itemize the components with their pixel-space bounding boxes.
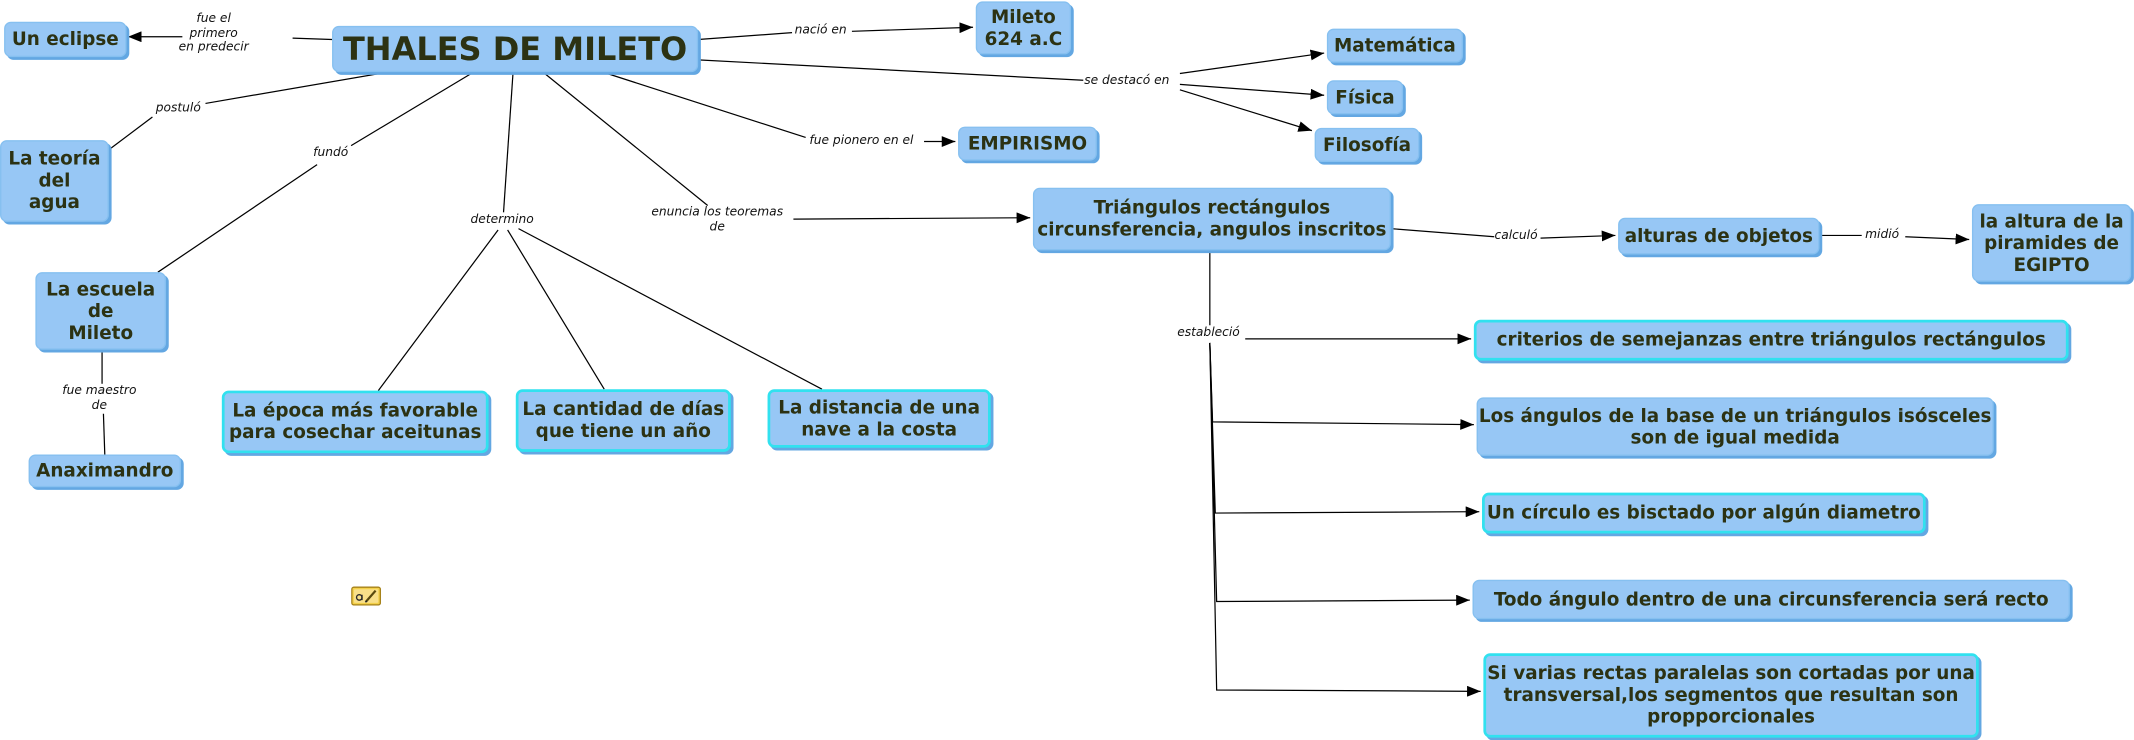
edge-establecio-isosceles <box>1209 342 1474 430</box>
annotation-icon[interactable] <box>351 586 382 606</box>
concept-fisica[interactable]: Física <box>1326 80 1404 115</box>
concept-epoca-aceitunas[interactable]: La época más favorable para cosechar ace… <box>221 390 489 454</box>
concept-un-eclipse[interactable]: Un eclipse <box>4 21 127 58</box>
concept-escuela-mileto[interactable]: La escuela de Mileto <box>35 272 167 350</box>
edge-thales-fundo <box>350 71 474 147</box>
link-fue-maestro[interactable]: fue maestro de <box>62 384 137 413</box>
edge-fundo-escuela <box>157 164 318 273</box>
concept-rectas-paralelas[interactable]: Si varias rectas paralelas son cortadas … <box>1483 653 1979 738</box>
edge-thales-nacio <box>698 32 793 41</box>
link-fue-el-primero[interactable]: fue el primero en predecir <box>178 12 249 55</box>
edge-midio-piramides <box>1905 233 1970 245</box>
edge-determino-epoca <box>377 229 499 391</box>
concept-thales-de-mileto[interactable]: THALES DE MILETO <box>332 25 699 73</box>
link-determino[interactable]: determino <box>470 213 534 227</box>
concept-teoria-agua[interactable]: La teoría del agua <box>0 140 109 222</box>
concept-matematica[interactable]: Matemática <box>1326 28 1463 63</box>
link-midio[interactable]: midió <box>1865 228 1900 242</box>
concept-alturas-objetos[interactable]: alturas de objetos <box>1618 217 1820 255</box>
link-fundo[interactable]: fundó <box>313 146 349 161</box>
edge-thales-postulo <box>205 71 388 105</box>
edge-thales-enuncia <box>542 71 709 206</box>
link-nacio-en[interactable]: nació en <box>794 24 847 38</box>
link-enuncia-teoremas[interactable]: enuncia los teoremas de <box>651 206 784 235</box>
concept-angulos-isosceles[interactable]: Los ángulos de la base de un triángulos … <box>1476 397 1994 456</box>
concept-filosofia[interactable]: Filosofía <box>1314 127 1420 162</box>
concept-criterios-semejanza[interactable]: criterios de semejanzas entre triángulos… <box>1473 319 2069 361</box>
edge-maestro-anaximandro <box>102 413 106 455</box>
concept-dias-anio[interactable]: La cantidad de días que tiene un año <box>515 389 731 452</box>
edge-nacio-mileto <box>851 22 974 34</box>
concept-altura-piramides[interactable]: la altura de la piramides de EGIPTO <box>1971 204 2132 282</box>
concept-distancia-nave[interactable]: La distancia de una nave a la costa <box>767 389 991 448</box>
concept-anaximandro[interactable]: Anaximandro <box>28 454 181 488</box>
edge-destaco-matematica <box>1179 49 1325 75</box>
link-fue-pionero[interactable]: fue pionero en el <box>809 134 914 148</box>
edge-calculo-alturas <box>1540 230 1616 242</box>
edge-establecio-paralelas <box>1209 342 1481 697</box>
concept-triangulos[interactable]: Triángulos rectángulos circunsferencia, … <box>1032 187 1391 251</box>
edge-triangulos-calculo <box>1390 228 1495 238</box>
edge-destaco-fisica <box>1179 83 1325 100</box>
link-se-destaco-en[interactable]: se destacó en <box>1084 74 1170 89</box>
edge-establecio-recto <box>1209 342 1470 606</box>
edge-postulo-teoria <box>108 116 153 151</box>
edge-establecio-circulo <box>1209 342 1480 518</box>
link-establecio[interactable]: estableció <box>1177 326 1240 340</box>
edge-thales-predecir <box>292 37 333 41</box>
edge-enuncia-triangulos <box>793 212 1031 224</box>
edge-destaco-filosofia <box>1179 89 1313 132</box>
edge-thales-pionero <box>602 71 806 139</box>
edge-determino-distancia <box>518 228 823 390</box>
edge-determino-dias <box>507 229 605 390</box>
edge-thales-determino <box>502 72 514 213</box>
link-calculo[interactable]: calculó <box>1494 229 1538 244</box>
concept-angulo-recto[interactable]: Todo ángulo dentro de una circunsferenci… <box>1472 579 2070 620</box>
concept-mileto[interactable]: Mileto 624 a.C <box>975 1 1072 55</box>
edge-thales-destaco <box>698 59 1084 81</box>
concept-circulo-bisectado[interactable]: Un círculo es bisctado por algún diametr… <box>1482 492 1926 534</box>
link-postulo[interactable]: postuló <box>155 101 201 116</box>
concept-empirismo[interactable]: EMPIRISMO <box>958 126 1097 161</box>
